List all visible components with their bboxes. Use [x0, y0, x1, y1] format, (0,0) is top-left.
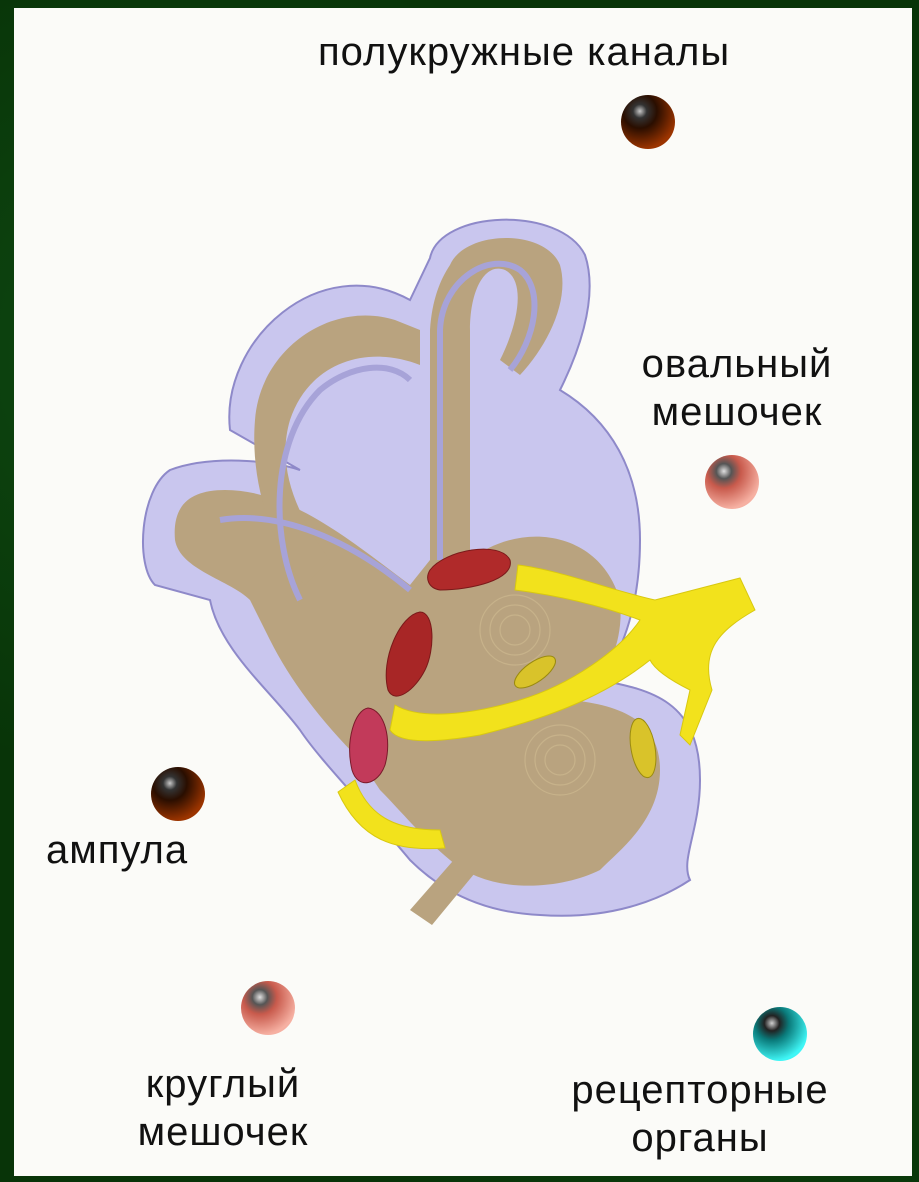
label-semicircular-canals-text: полукружные каналы: [318, 28, 730, 76]
label-utricle-line2: мешочек: [612, 388, 862, 436]
dark-brown-ball-icon: [620, 94, 676, 150]
pink-ball-icon: [240, 980, 296, 1036]
label-saccule-line2: мешочек: [108, 1108, 338, 1156]
cyan-ball-icon: [752, 1006, 808, 1062]
label-ampulla-text: ампула: [46, 826, 188, 874]
label-utricle-line1: овальный: [612, 340, 862, 388]
pink-ball-icon: [704, 454, 760, 510]
label-semicircular-canals: полукружные каналы: [318, 28, 730, 76]
label-ampulla: ампула: [46, 826, 188, 874]
dark-brown-ball-icon: [150, 766, 206, 822]
label-receptor-line2: органы: [530, 1114, 870, 1162]
label-utricle: овальный мешочек: [612, 340, 862, 436]
label-receptor-line1: рецепторные: [530, 1066, 870, 1114]
label-saccule: круглый мешочек: [108, 1060, 338, 1156]
label-receptor-organs: рецепторные органы: [530, 1066, 870, 1162]
label-saccule-line1: круглый: [108, 1060, 338, 1108]
